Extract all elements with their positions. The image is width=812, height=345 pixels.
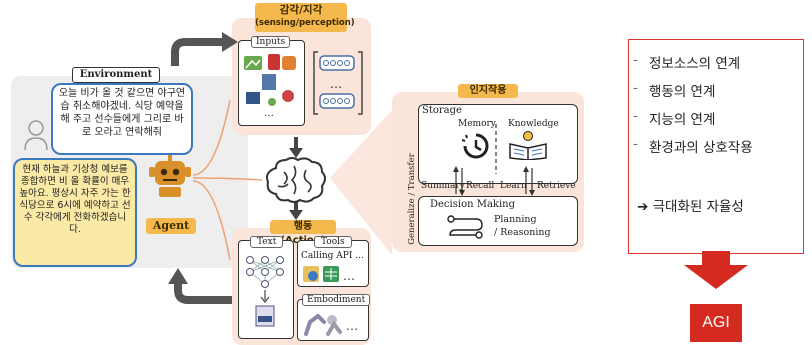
dashed-divider	[495, 124, 497, 174]
svg-text:…: …	[343, 269, 355, 283]
svg-text:…: …	[330, 77, 342, 91]
tools-label: Tools	[314, 236, 352, 248]
conclusion-text: ➔ 극대화된 자율성	[637, 199, 744, 215]
storage-decision-arrows	[453, 166, 535, 196]
environment-label: Environment	[72, 67, 160, 83]
list-item: -정보소스의 연계	[633, 52, 741, 72]
person-icon	[24, 120, 48, 151]
robot-arm-icons: …	[304, 313, 358, 336]
text-label: Text	[250, 236, 284, 248]
bracket-vector-icon: …	[313, 51, 363, 115]
memory-label: Memory	[458, 119, 496, 129]
summary-label: Summary	[421, 181, 465, 191]
list-item: -지능의 연계	[633, 108, 716, 128]
generalize-label: Generalize / Transfer	[407, 153, 417, 245]
retrieve-label: Retrieve	[537, 181, 576, 191]
learn-label: Learn	[500, 181, 527, 191]
sensing-title: 감각/지각 (sensing/perception)	[255, 3, 355, 32]
svg-text:…: …	[346, 319, 358, 333]
knowledge-book-icon	[509, 131, 547, 160]
planning-label: Planning	[494, 214, 537, 225]
svg-text:…: …	[264, 108, 274, 118]
tool-icons: …	[303, 266, 355, 283]
robot-icon	[149, 155, 191, 197]
brain-icon	[266, 157, 326, 203]
recall-label: Recall	[466, 181, 495, 191]
reasoning-label: / Reasoning	[494, 227, 551, 238]
agent-label: Agent	[146, 218, 196, 234]
planning-flow-icon	[447, 215, 483, 239]
cognition-title: 인지작용	[458, 84, 518, 98]
inputs-label: Inputs	[251, 36, 291, 48]
input-media-icons: …	[244, 54, 296, 118]
storage-box	[418, 104, 578, 184]
memory-clock-icon	[462, 133, 489, 159]
knowledge-label: Knowledge	[508, 119, 559, 129]
red-down-arrow	[684, 251, 748, 289]
agi-box: AGI	[690, 304, 742, 342]
neural-network-icon	[246, 256, 284, 327]
list-item: -환경과의 상호작용	[633, 136, 753, 156]
environment-speech-bubble: 오늘 비가 올 것 같으면 야구연습 취소해야겠네. 식당 예약을 해 주고 선…	[51, 83, 193, 155]
features-list-box: -정보소스의 연계 -행동의 연계 -지능의 연계 -환경과의 상호작용 ➔ 극…	[628, 39, 804, 254]
decision-making-box	[418, 196, 578, 246]
list-item: -행동의 연계	[633, 80, 716, 100]
embodiment-label: Embodiment	[302, 294, 371, 306]
agent-speech-bubble: 현재 하늘과 기상청 예보를 종합하면 비 올 확률이 매우 높아요. 평상시 …	[13, 158, 137, 267]
calling-api-label: Calling API ...	[301, 251, 364, 261]
decision-making-label: Decision Making	[430, 199, 516, 210]
storage-label: Storage	[422, 105, 462, 116]
